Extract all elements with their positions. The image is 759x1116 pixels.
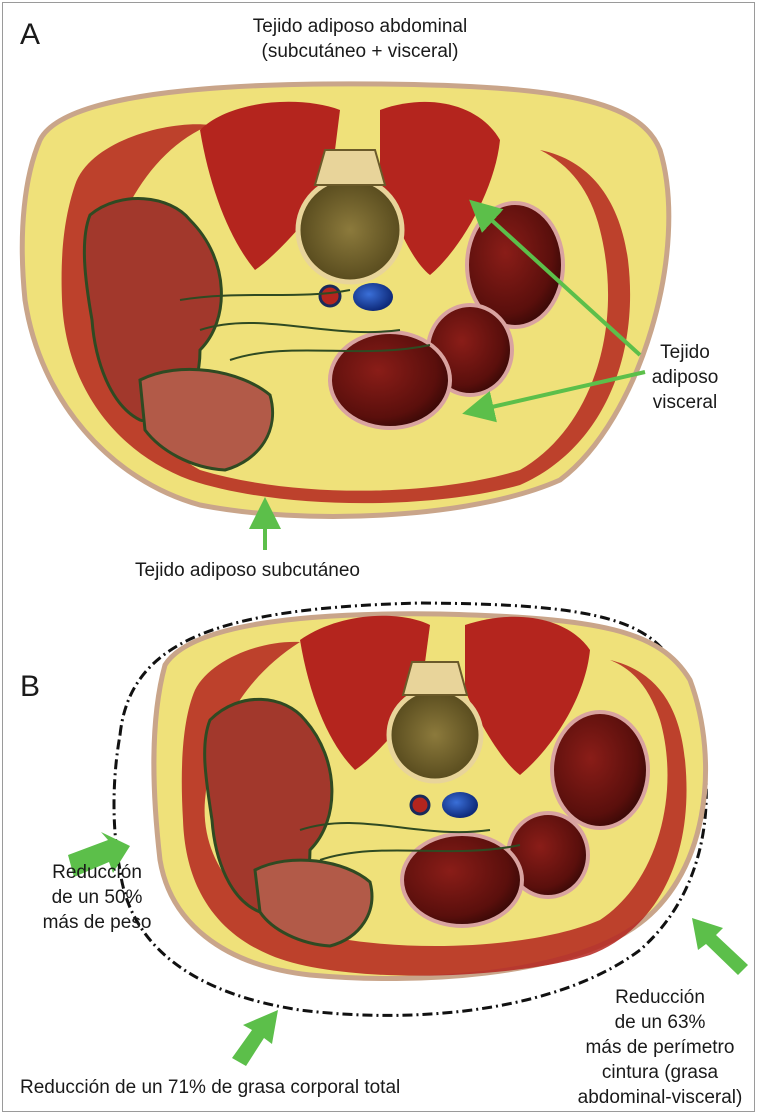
colon-center-a: [330, 332, 450, 428]
cross-section-b: [114, 603, 706, 1015]
vein-b: [442, 792, 478, 818]
spinal-process-b: [403, 662, 467, 695]
panel-letter-a: A: [20, 18, 40, 52]
panel-a-title: Tejido adiposo abdominal (subcutáneo + v…: [150, 14, 570, 64]
waist-reduction-label: Reducción de un 63% más de perímetro cin…: [565, 985, 755, 1110]
spinal-process-a: [315, 150, 385, 185]
artery-b: [411, 796, 429, 814]
waist-label-line2: de un 63%: [565, 1010, 755, 1035]
body-fat-reduction-label: Reducción de un 71% de grasa corporal to…: [20, 1075, 400, 1100]
visceral-label-line1: Tejido: [630, 340, 740, 365]
cross-section-a: [22, 84, 669, 517]
weight-label-line2: de un 50%: [22, 885, 172, 910]
kidney-right-b: [552, 712, 648, 828]
arrow-body-fat: [232, 1010, 278, 1066]
visceral-label-line2: adiposo: [630, 365, 740, 390]
vertebra-b: [389, 689, 481, 781]
waist-label-line4: cintura (grasa: [565, 1060, 755, 1085]
subcutaneous-fat-label: Tejido adiposo subcutáneo: [135, 558, 360, 583]
waist-label-line3: más de perímetro: [565, 1035, 755, 1060]
visceral-label-line3: visceral: [630, 390, 740, 415]
panel-a-title-line1: Tejido adiposo abdominal: [150, 14, 570, 39]
arrow-waist: [692, 918, 748, 975]
waist-label-line5: abdominal-visceral): [565, 1085, 755, 1110]
waist-label-line1: Reducción: [565, 985, 755, 1010]
vein-a: [353, 283, 393, 311]
panel-letter-b: B: [20, 670, 40, 704]
weight-label-line3: más de peso: [22, 910, 172, 935]
panel-a-title-line2: (subcutáneo + visceral): [150, 39, 570, 64]
vertebra-a: [298, 178, 402, 282]
weight-reduction-label: Reducción de un 50% más de peso: [22, 860, 172, 935]
weight-label-line1: Reducción: [22, 860, 172, 885]
artery-a: [320, 286, 340, 306]
visceral-fat-label: Tejido adiposo visceral: [630, 340, 740, 415]
